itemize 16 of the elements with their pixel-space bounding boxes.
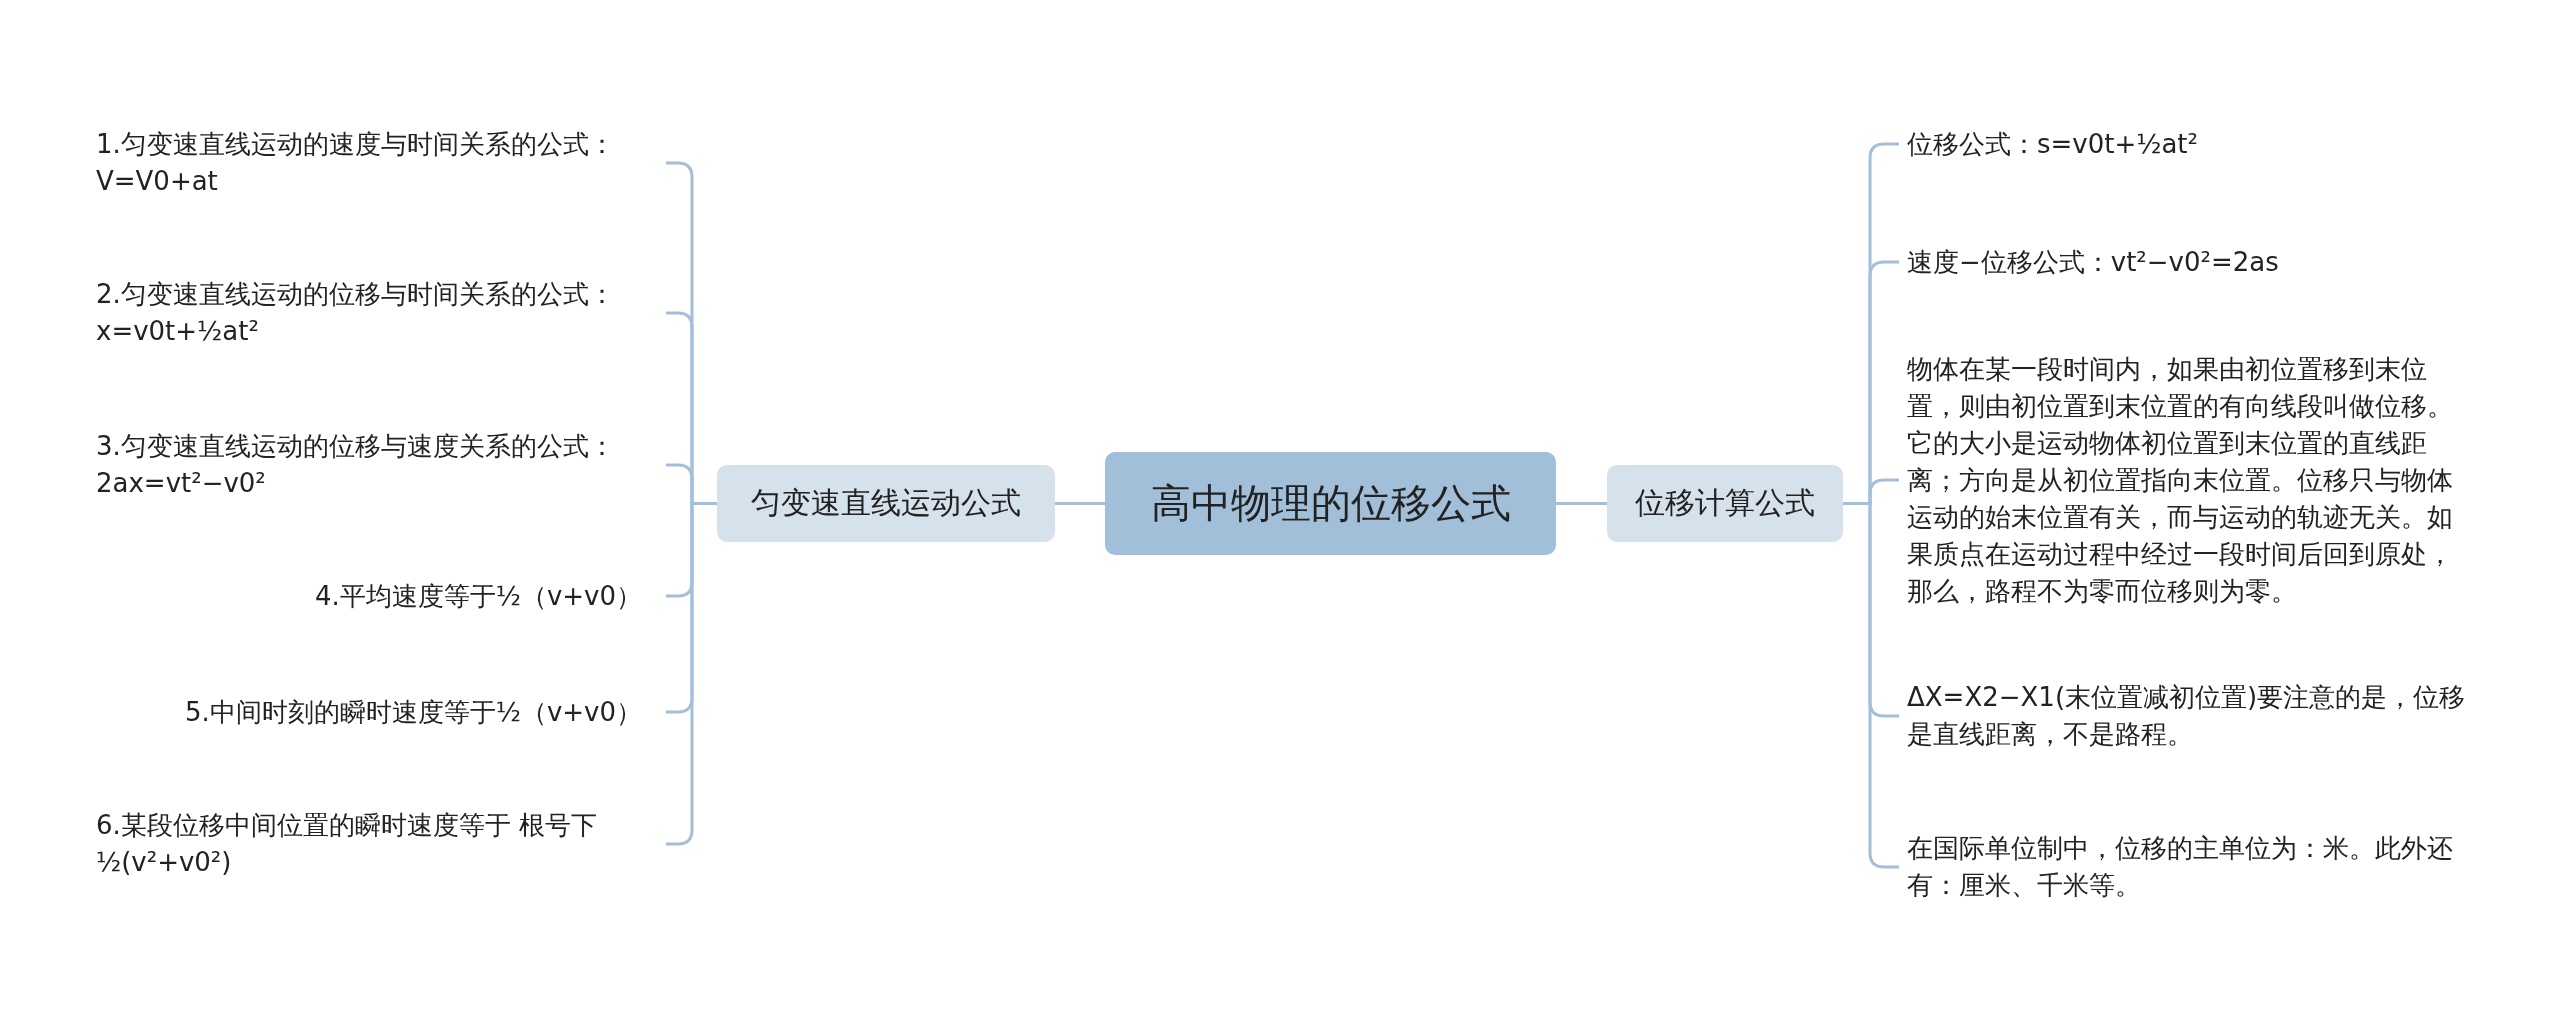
leaf-text: 1.匀变速直线运动的速度与时间关系的公式：V=V0+at bbox=[96, 126, 666, 200]
branch-topic-box: 匀变速直线运动公式 bbox=[717, 465, 1055, 542]
leaf-text: 4.平均速度等于½（v+v0） bbox=[314, 577, 666, 615]
connector-line bbox=[1055, 502, 1105, 505]
leaf-text: 物体在某一段时间内，如果由初位置移到末位置，则由初位置到末位置的有向线段叫做位移。它的大小是运动物体初位置到末位置的直线距离；方向是从初位置指向末位置。位移只与物体运动的始末位置有关，而与运动的轨迹无关。如果质点在运动过程中经过一段时间后回到原处，那么，路程不为零而位移则为零。 bbox=[1899, 350, 2474, 610]
central-topic-box: 高中物理的位移公式 bbox=[1105, 452, 1556, 555]
leaf-text: 5.中间时刻的瞬时速度等于½（v+v0） bbox=[184, 693, 666, 731]
leaf-text: 3.匀变速直线运动的位移与速度关系的公式：2ax=vt²−v0² bbox=[96, 428, 666, 502]
branch-topic-box: 位移计算公式 bbox=[1607, 465, 1843, 542]
connector-line bbox=[1556, 502, 1607, 505]
leaf-text: 速度−位移公式：vt²−v0²=2as bbox=[1899, 243, 2279, 281]
leaf-text: ΔX=X2−X1(末位置减初位置)要注意的是，位移是直线距离，不是路程。 bbox=[1899, 679, 2479, 753]
leaf-text: 6.某段位移中间位置的瞬时速度等于 根号下½(v²+v0²) bbox=[96, 807, 666, 881]
leaf-text: 2.匀变速直线运动的位移与时间关系的公式：x=v0t+½at² bbox=[96, 276, 666, 350]
leaf-text: 在国际单位制中，位移的主单位为：米。此外还有：厘米、千米等。 bbox=[1899, 830, 2479, 904]
leaf-text: 位移公式：s=v0t+½at² bbox=[1899, 125, 2198, 163]
